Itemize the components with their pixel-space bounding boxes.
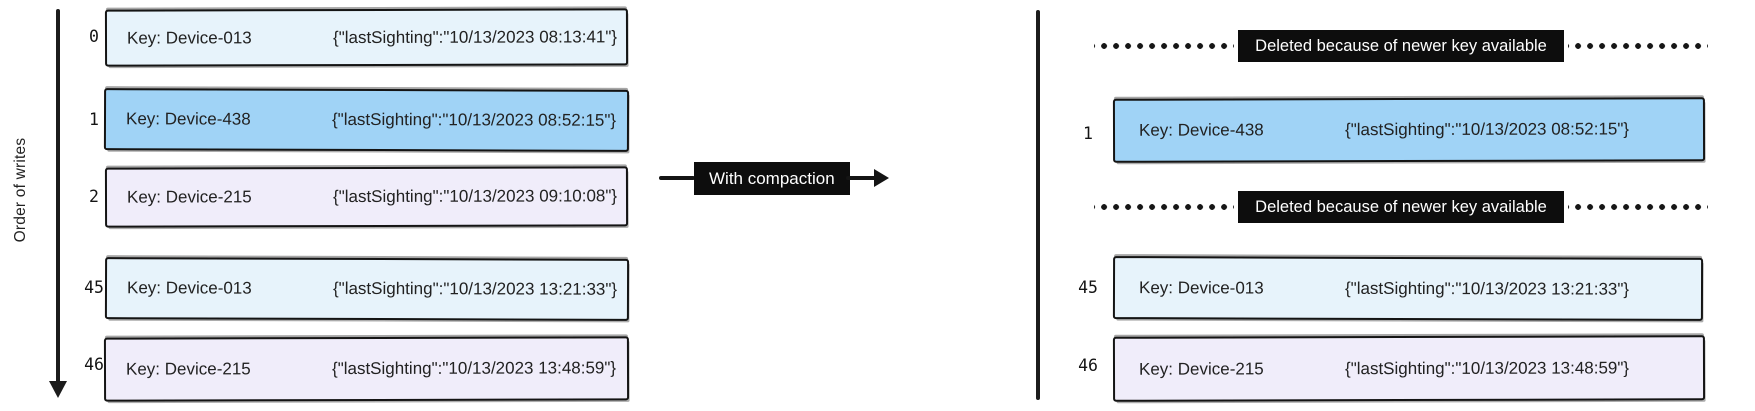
dotted-line — [1094, 204, 1235, 210]
entry-value: {"lastSighting":"10/13/2023 09:10:08"} — [332, 186, 618, 207]
entry-key: Key: Device-215 — [1138, 358, 1264, 379]
log-entry-left-45: Key: Device-013 {"lastSighting":"10/13/2… — [104, 257, 630, 321]
entry-key: Key: Device-215 — [126, 187, 252, 207]
deleted-entry-row-0: Deleted because of newer key available — [1094, 29, 1708, 63]
compaction-arrow-tail — [659, 176, 695, 180]
order-axis-arrowhead-icon — [48, 381, 67, 398]
dotted-line — [1567, 43, 1708, 49]
deleted-label: Deleted because of newer key available — [1238, 191, 1564, 223]
entry-key: Key: Device-013 — [1138, 277, 1264, 298]
order-of-writes-axis-label: Order of writes — [12, 137, 29, 243]
compacted-log-axis-line — [1036, 10, 1040, 400]
log-entry-left-1: Key: Device-438 {"lastSighting":"10/13/2… — [103, 88, 630, 152]
write-index-right-46: 46 — [1078, 356, 1098, 375]
write-index-right-45: 45 — [1078, 278, 1098, 297]
deleted-entry-row-1: Deleted because of newer key available — [1094, 190, 1708, 224]
deleted-label: Deleted because of newer key available — [1238, 30, 1564, 62]
log-entry-left-0: Key: Device-013 {"lastSighting":"10/13/2… — [104, 8, 629, 67]
compaction-arrow-shaft — [846, 176, 876, 180]
order-axis-arrow-line — [56, 9, 60, 383]
entry-value: {"lastSighting":"10/13/2023 13:48:59"} — [331, 358, 617, 379]
log-entry-left-46: Key: Device-215 {"lastSighting":"10/13/2… — [103, 336, 630, 402]
log-entry-left-2: Key: Device-215 {"lastSighting":"10/13/2… — [104, 166, 629, 228]
entry-value: {"lastSighting":"10/13/2023 13:21:33"} — [1344, 278, 1630, 299]
entry-value: {"lastSighting":"10/13/2023 08:52:15"} — [1344, 119, 1630, 140]
entry-key: Key: Device-438 — [1138, 120, 1264, 140]
dotted-line — [1567, 204, 1708, 210]
write-index-right-1: 1 — [1083, 124, 1093, 143]
with-compaction-label: With compaction — [694, 162, 850, 195]
entry-key: Key: Device-013 — [126, 278, 252, 298]
entry-key: Key: Device-215 — [125, 359, 251, 379]
entry-value: {"lastSighting":"10/13/2023 08:52:15"} — [331, 109, 617, 130]
log-entry-right-1: Key: Device-438 {"lastSighting":"10/13/2… — [1112, 97, 1706, 163]
log-entry-right-45: Key: Device-013 {"lastSighting":"10/13/2… — [1112, 256, 1704, 321]
write-index-2: 2 — [89, 187, 99, 206]
entry-value: {"lastSighting":"10/13/2023 13:48:59"} — [1344, 357, 1630, 378]
log-entry-right-46: Key: Device-215 {"lastSighting":"10/13/2… — [1112, 335, 1706, 402]
entry-key: Key: Device-438 — [125, 109, 251, 129]
write-index-1: 1 — [89, 110, 99, 129]
dotted-line — [1094, 43, 1235, 49]
write-index-45: 45 — [84, 278, 104, 297]
entry-key: Key: Device-013 — [126, 27, 252, 48]
entry-value: {"lastSighting":"10/13/2023 08:13:41"} — [332, 26, 618, 47]
write-index-0: 0 — [89, 27, 99, 46]
write-index-46: 46 — [84, 355, 104, 374]
compaction-arrowhead-icon — [874, 169, 889, 187]
entry-value: {"lastSighting":"10/13/2023 13:21:33"} — [332, 278, 618, 299]
